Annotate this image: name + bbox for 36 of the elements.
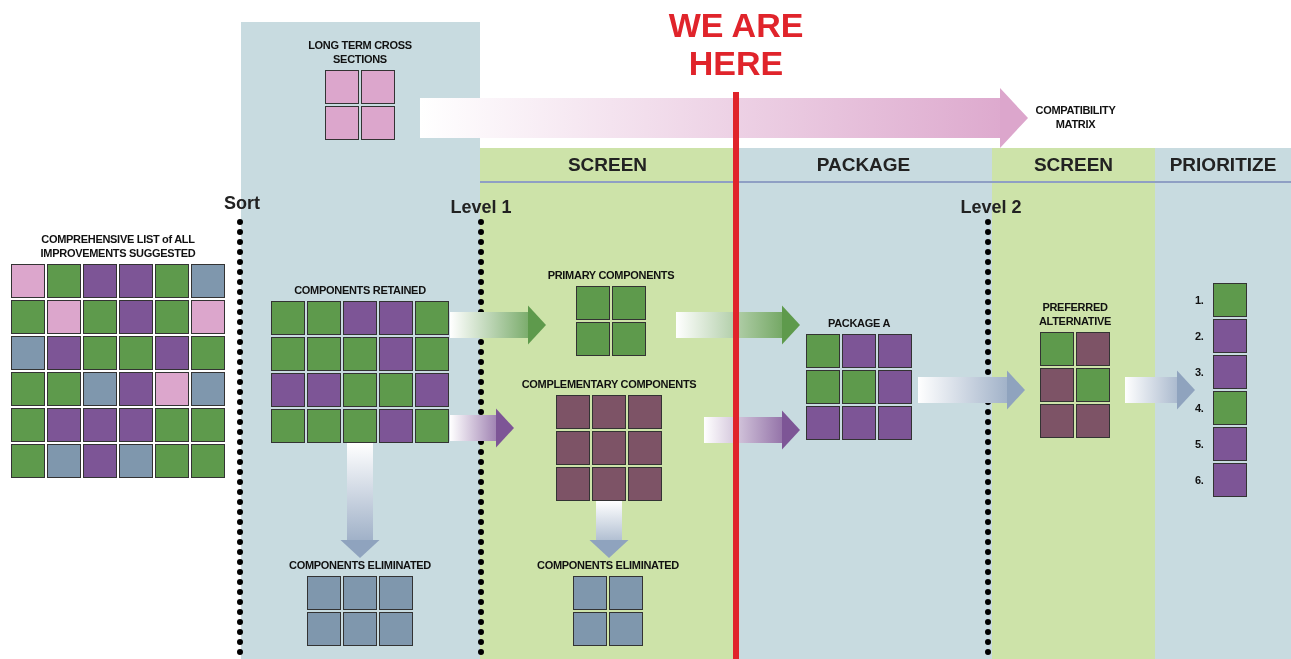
rank-number: 2.: [1195, 329, 1205, 343]
rank-number: 4.: [1195, 401, 1205, 415]
arrow: [1125, 370, 1195, 410]
arrow: [918, 370, 1025, 410]
matrix-heading: COMPREHENSIVE LIST of ALL IMPROVEMENTS SUGGESTED: [39, 232, 197, 260]
phase-heading: SCREEN: [566, 154, 649, 176]
phase-heading: PACKAGE: [815, 154, 912, 176]
rank-number: 5.: [1195, 437, 1205, 451]
matrix-heading: COMPONENTS ELIMINATED: [536, 558, 680, 572]
arrow: [450, 408, 514, 448]
arrow: [704, 410, 800, 450]
rank-number: 3.: [1195, 365, 1205, 379]
arrow: [340, 443, 380, 558]
matrix-heading: PREFERRED ALTERNATIVE: [1037, 300, 1113, 328]
phase-heading: PRIORITIZE: [1168, 154, 1278, 176]
component-matrix: [8, 232, 228, 478]
milestone-label: Level 1: [449, 197, 513, 218]
rank-number: 1.: [1195, 293, 1205, 307]
milestone-label: Level 2: [959, 197, 1023, 218]
position-marker-label: WE ARE HERE: [667, 6, 805, 82]
matrix-heading: COMPONENTS ELIMINATED: [288, 558, 432, 572]
phase-heading: SCREEN: [1032, 154, 1115, 176]
component-matrix: [546, 268, 676, 356]
arrow: [676, 305, 800, 345]
component-matrix: [270, 283, 450, 443]
matrix-label-text: COMPATIBILITY MATRIX: [1034, 103, 1117, 131]
matrix-heading: LONG TERM CROSS SECTIONS: [307, 38, 413, 66]
matrix-heading: COMPLEMENTARY COMPONENTS: [520, 377, 698, 391]
arrow: [589, 501, 629, 558]
matrix-heading: PACKAGE A: [826, 316, 892, 330]
milestone-label: Sort: [223, 193, 261, 214]
arrow: [420, 88, 1028, 148]
matrix-heading: PRIMARY COMPONENTS: [546, 268, 676, 282]
rank-number: 6.: [1195, 473, 1205, 487]
matrix-heading: COMPONENTS RETAINED: [293, 283, 427, 297]
arrow: [450, 305, 546, 345]
